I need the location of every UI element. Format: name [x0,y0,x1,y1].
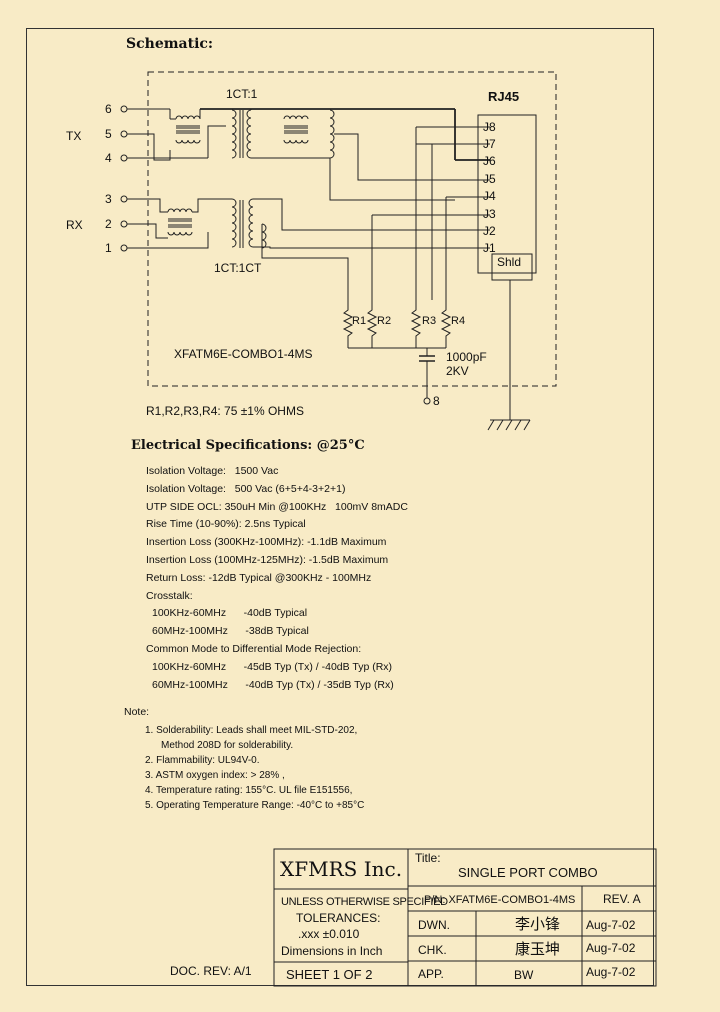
pin-5-label: 5 [105,127,112,141]
r4-label: R4 [451,315,465,327]
tx-label: TX [66,129,81,143]
ground-pin-label: 8 [433,394,440,408]
part-name-label: XFATM6E-COMBO1-4MS [174,347,312,361]
rj45-connector [371,114,537,420]
dimensions-units: Dimensions in Inch [281,944,383,958]
resistor-note: R1,R2,R3,R4: 75 ±1% OHMS [146,404,304,418]
spec-line: Common Mode to Differential Mode Rejecti… [146,642,362,655]
drawn-date: Aug-7-02 [586,918,636,932]
note-line: 2. Flammability: UL94V-0. [145,755,260,766]
unless-specified: UNLESS OTHERWISE SPECIFIED [281,896,448,908]
pin-2-label: 2 [105,217,112,231]
rj45-pins: J8 J7 J6 J5 J4 J3 J2 J1 Shld [483,120,521,269]
tolerances-label: TOLERANCES: [296,911,381,925]
jack-j3: J3 [483,207,496,221]
revision: REV. A [603,892,641,906]
rj45-label: RJ45 [488,89,519,104]
approved-date: Aug-7-02 [586,965,636,979]
rx-wiring [127,198,490,300]
notes-list: 1. Solderability: Leads shall meet MIL-S… [145,723,364,813]
pin-1-label: 1 [105,241,112,255]
note-line: 1. Solderability: Leads shall meet MIL-S… [145,725,358,736]
checked-label: CHK. [418,943,447,957]
jack-j6: J6 [483,154,496,168]
drawn-label: DWN. [418,918,450,932]
pin-3-label: 3 [105,192,112,206]
spec-line: Isolation Voltage: 500 Vac (6+5+4-3+2+1) [146,482,346,495]
tx-ratio-label: 1CT:1 [226,87,258,101]
r3-label: R3 [422,315,436,327]
approved-signature: BW [514,968,534,982]
spec-line: Crosstalk: [146,589,193,602]
jack-j8: J8 [483,120,496,134]
notes-title: Note: [124,706,150,718]
jack-j1: J1 [483,241,496,255]
sheet-number: SHEET 1 OF 2 [286,967,373,982]
jack-j4: J4 [483,189,496,203]
spec-line: 100KHz-60MHz -40dB Typical [152,607,308,620]
doc-revision: DOC. REV: A/1 [170,964,252,978]
pin-6-label: 6 [105,102,112,116]
termination-resistors [342,300,452,398]
capacitor-label: 1000pF [446,350,487,364]
cap-voltage-label: 2KV [446,364,469,378]
spec-line: Rise Time (10-90%): 2.5ns Typical [146,518,306,531]
spec-line: UTP SIDE OCL: 350uH Min @100KHz 100mV 8m… [146,500,408,513]
spec-line: Insertion Loss (100MHz-125MHz): -1.5dB M… [146,553,389,566]
tx-wiring [127,108,490,201]
approved-label: APP. [418,967,444,981]
spec-line: 100KHz-60MHz -45dB Typ (Tx) / -40dB Typ … [152,660,393,673]
r1-label: R1 [352,315,366,327]
electrical-specs-list: Isolation Voltage: 1500 Vac Isolation Vo… [146,463,408,694]
shield-label: Shld [497,255,521,269]
title-label: Title: [415,851,441,865]
note-line: Method 208D for solderability. [161,740,294,751]
jack-j2: J2 [483,224,496,238]
pin-terminals [120,105,431,405]
checked-signature: 康玉坤 [515,940,561,958]
spec-line: Isolation Voltage: 1500 Vac [146,465,279,477]
part-number: P/N: XFATM6E-COMBO1-4MS [424,894,576,906]
module-boundary [147,71,557,387]
schematic-title: Schematic: [126,36,214,52]
r2-label: R2 [377,315,391,327]
company-name: XFMRS Inc. [280,857,403,881]
spec-line: Insertion Loss (300KHz-100MHz): -1.1dB M… [146,536,387,549]
tolerance-value: .xxx ±0.010 [298,927,360,941]
spec-line: 60MHz-100MHz -40dB Typ (Tx) / -35dB Typ … [152,678,394,691]
spec-line: Return Loss: -12dB Typical @300KHz - 100… [146,571,372,584]
note-line: 4. Temperature rating: 155°C. UL file E1… [145,785,353,796]
spec-line: 60MHz-100MHz -38dB Typical [152,625,309,638]
chassis-ground-icon [487,419,531,431]
note-line: 3. ASTM oxygen index: > 28% , [145,770,285,781]
note-line: 5. Operating Temperature Range: -40°C to… [145,800,365,811]
drawing-title: SINGLE PORT COMBO [458,865,598,880]
electrical-specs-title: Electrical Specifications: @25°C [131,438,365,453]
rx-ratio-label: 1CT:1CT [214,261,262,275]
rx-label: RX [66,218,83,232]
drawn-signature: 李小锋 [515,915,561,933]
jack-j5: J5 [483,172,496,186]
pin-4-label: 4 [105,151,112,165]
checked-date: Aug-7-02 [586,941,636,955]
title-block-grid [273,848,657,987]
jack-j7: J7 [483,137,496,151]
